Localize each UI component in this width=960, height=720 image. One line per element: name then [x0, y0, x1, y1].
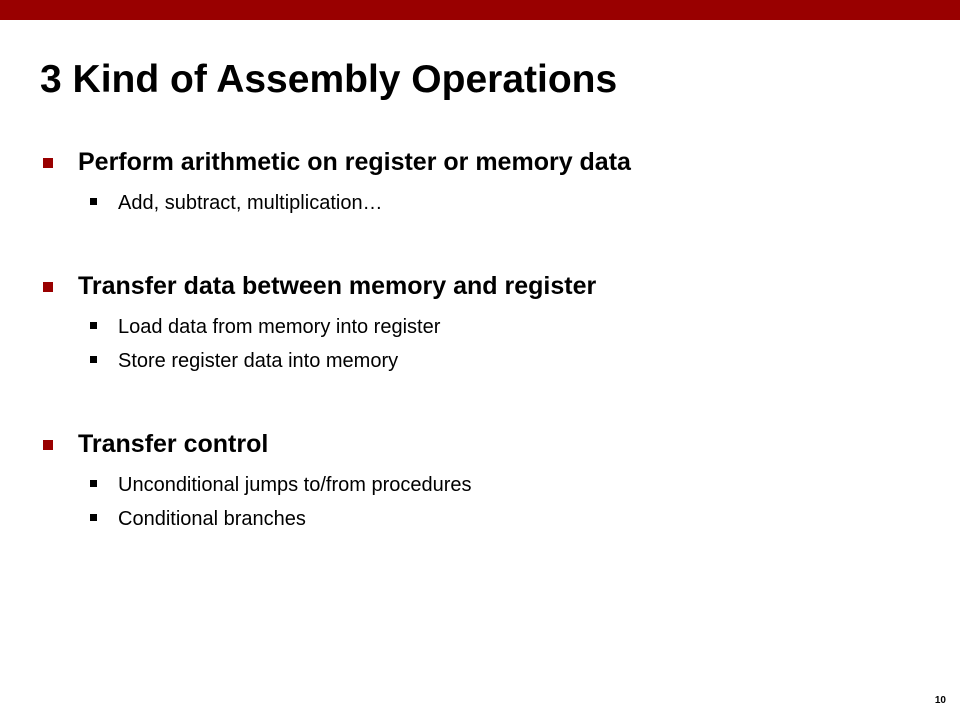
sub-bullet-text: Load data from memory into register: [118, 316, 441, 338]
small-square-bullet-icon: [90, 322, 97, 329]
small-square-bullet-icon: [90, 480, 97, 487]
sub-bullet-text: Unconditional jumps to/from procedures: [118, 474, 472, 496]
sub-bullet-item: Add, subtract, multiplication…: [40, 186, 920, 220]
sub-bullet-item: Store register data into memory: [40, 344, 920, 378]
bullet-text: Transfer control: [78, 430, 269, 458]
page-number: 10: [934, 695, 946, 706]
slide-title: 3 Kind of Assembly Operations: [40, 58, 618, 101]
square-bullet-icon: [43, 282, 53, 292]
sub-bullet-list: Load data from memory into register Stor…: [40, 310, 920, 378]
bullet-text: Transfer data between memory and registe…: [78, 272, 597, 300]
bullet-group: Transfer control Unconditional jumps to/…: [40, 424, 920, 536]
small-square-bullet-icon: [90, 198, 97, 205]
bullet-item: Transfer control: [40, 424, 920, 464]
square-bullet-icon: [43, 158, 53, 168]
header-bar: [0, 0, 960, 20]
bullet-item: Perform arithmetic on register or memory…: [40, 142, 920, 182]
bullet-text: Perform arithmetic on register or memory…: [78, 148, 631, 176]
small-square-bullet-icon: [90, 356, 97, 363]
sub-bullet-item: Conditional branches: [40, 502, 920, 536]
bullet-item: Transfer data between memory and registe…: [40, 266, 920, 306]
square-bullet-icon: [43, 440, 53, 450]
sub-bullet-text: Store register data into memory: [118, 350, 399, 372]
bullet-group: Perform arithmetic on register or memory…: [40, 142, 920, 220]
sub-bullet-list: Add, subtract, multiplication…: [40, 186, 920, 220]
small-square-bullet-icon: [90, 514, 97, 521]
bullet-list: Perform arithmetic on register or memory…: [40, 142, 920, 582]
sub-bullet-text: Conditional branches: [118, 508, 306, 530]
sub-bullet-item: Load data from memory into register: [40, 310, 920, 344]
sub-bullet-list: Unconditional jumps to/from procedures C…: [40, 468, 920, 536]
sub-bullet-text: Add, subtract, multiplication…: [118, 192, 383, 214]
bullet-group: Transfer data between memory and registe…: [40, 266, 920, 378]
sub-bullet-item: Unconditional jumps to/from procedures: [40, 468, 920, 502]
